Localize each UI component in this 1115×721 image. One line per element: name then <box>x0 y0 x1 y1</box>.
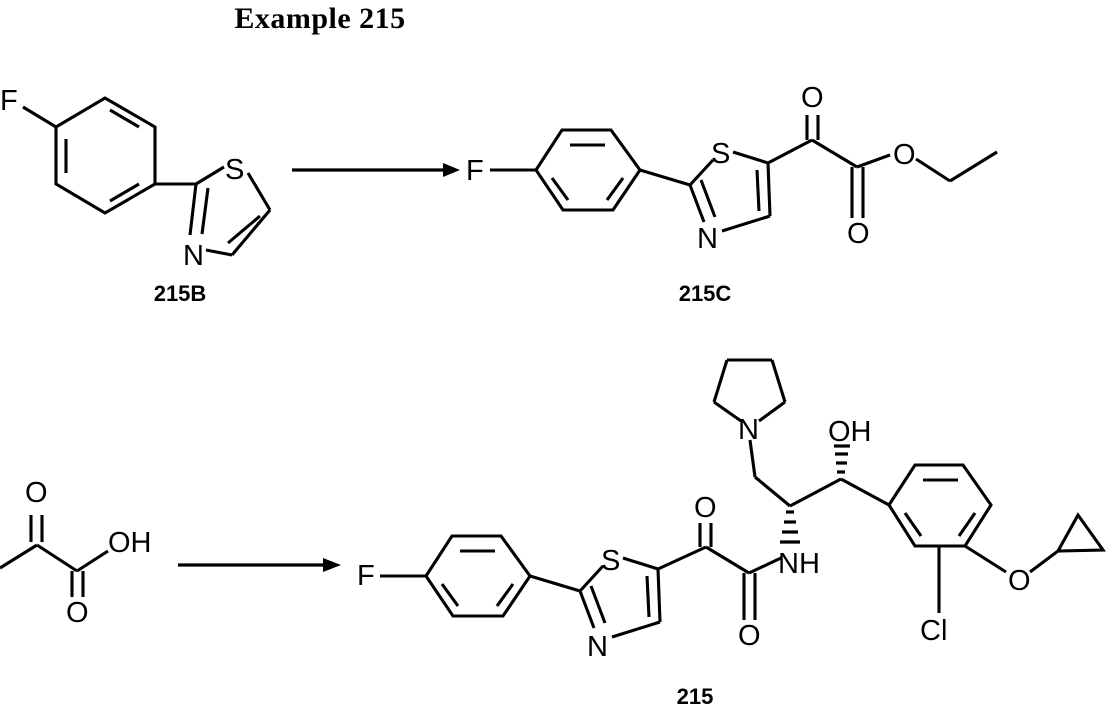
atom-label-ketone-oxygen-215c: O <box>801 82 824 114</box>
benzene-ring-215c <box>534 128 642 212</box>
atom-label-nitrogen-215c: N <box>697 223 718 255</box>
bond-c5-c4-215c <box>766 162 772 217</box>
bond-ketone-carboxyl-pyruvate <box>36 543 78 573</box>
bond-c4-n-215c <box>721 214 771 233</box>
bond-c2-n-215c <box>688 184 706 223</box>
bond-c4-n-215b <box>205 248 233 257</box>
atom-label-sulfur-215b: S <box>225 154 244 186</box>
bond-c2-n-double-215c <box>699 179 717 218</box>
structure-pyruvic-acid: O OH O <box>0 477 152 629</box>
aromatic-double-bond-215b-3 <box>109 182 140 203</box>
bond-aryl-o-215 <box>964 544 1007 574</box>
bond-c5-c4-215b <box>230 208 272 257</box>
bond-ketone-ester-215c <box>811 138 858 169</box>
bond-c5-c4-double-215 <box>645 575 651 618</box>
bond-ch2-ch3-215c <box>949 150 998 183</box>
structure-215c: F S N O O <box>466 82 998 255</box>
bond-ketone-amide-215 <box>705 545 750 575</box>
bond-ch2-c2prime-215 <box>754 475 791 508</box>
atom-label-amide-oxygen-215: O <box>738 620 761 652</box>
bond-ester-o-215c <box>856 153 891 169</box>
bond-c5-c4-double-215b <box>227 214 261 245</box>
bond-c5-c4-215 <box>656 568 662 623</box>
atom-label-ester-oxygen-215c: O <box>847 218 870 250</box>
bond-s-c5-215c <box>732 150 769 165</box>
bond-c2-s-215c <box>688 158 715 187</box>
structure-215b: F S N <box>0 85 272 272</box>
atom-label-hydroxyl-pyruvate: OH <box>108 527 152 559</box>
atom-label-ketone-oxygen-215: O <box>694 492 717 524</box>
atom-label-fluorine-215c: F <box>466 155 484 187</box>
bond-c2prime-c3prime-215 <box>789 477 842 508</box>
aromatic-double-bond-215c-3 <box>550 177 570 201</box>
bond-f-ring-215b <box>22 105 57 129</box>
page-title: Example 215 <box>234 2 406 35</box>
bond-pyrrolidine-5-215 <box>758 400 786 423</box>
benzene-ring-215b <box>54 96 157 215</box>
bond-amide-n-215 <box>748 556 782 575</box>
aromatic-double-bond-215-5 <box>903 512 923 537</box>
bond-c2-n-215 <box>578 590 596 629</box>
bond-pyrrolidine-1-215 <box>713 400 742 423</box>
bond-s-c5-215 <box>622 556 659 571</box>
bond-ch3-ketone-pyruvate <box>0 543 38 570</box>
atom-label-fluorine-215: F <box>357 560 375 592</box>
stereo-hashed-wedge-nh-215 <box>780 510 800 544</box>
atom-label-hydroxyl-215: OH <box>828 416 872 448</box>
bond-o-cyclopropyl-215 <box>1029 549 1059 574</box>
arrow-head-bottom <box>323 558 341 572</box>
atom-label-sulfur-215c: S <box>711 138 730 170</box>
chlorophenyl-ring-215 <box>887 463 993 548</box>
bond-c2-s-215b <box>195 165 225 186</box>
bond-s-c5-215b <box>246 172 272 211</box>
atom-label-fluorine-215b: F <box>0 85 18 117</box>
atom-label-ketone-oxygen-pyruvate: O <box>25 477 48 509</box>
bond-c5-c4-double-215c <box>755 169 761 212</box>
bond-c2-n-double-215b <box>200 187 210 235</box>
bond-o-ch2-215c <box>915 157 951 183</box>
cyclopropyl-ring-215 <box>1055 512 1106 553</box>
bond-c3prime-aryl-215 <box>840 477 890 507</box>
bond-c2-n-double-215 <box>589 585 607 624</box>
reaction-arrow-bottom <box>178 558 341 572</box>
atom-label-pyrrolidine-nitrogen-215: N <box>738 414 759 446</box>
atom-label-amide-nh-215: NH <box>778 548 820 580</box>
aromatic-double-bond-215c-2 <box>605 177 625 201</box>
bond-c2-s-215 <box>578 564 605 593</box>
atom-label-nitrogen-thiazole-215: N <box>587 631 608 663</box>
structure-label-215: 215 <box>676 684 714 709</box>
atom-label-alkoxy-oxygen-215c: O <box>893 139 916 171</box>
reaction-arrow-top <box>292 163 460 177</box>
stereo-hashed-wedge-oh-215 <box>834 444 850 474</box>
benzene-ring-215 <box>424 534 532 618</box>
bond-pyrrolidine-2-215 <box>712 359 729 403</box>
atom-label-sulfur-215: S <box>601 545 620 577</box>
atom-label-chlorine-215: Cl <box>920 615 947 647</box>
structure-label-215b: 215B <box>153 281 207 306</box>
bond-pyrrolidine-4-215 <box>770 359 787 403</box>
bond-c4-n-215 <box>611 620 661 639</box>
atom-label-ether-oxygen-215: O <box>1008 565 1031 597</box>
aromatic-double-bond-215-3 <box>440 583 460 607</box>
bond-c5-ketone-215 <box>657 545 707 571</box>
bond-ch2-pyrrolidine-n-215 <box>748 439 757 478</box>
aromatic-double-bond-215-6 <box>957 512 977 537</box>
arrow-head-top <box>443 163 460 177</box>
bond-aryl-thiazole-215 <box>529 574 581 593</box>
bond-carboxyl-oh-pyruvate <box>76 549 109 573</box>
aromatic-double-bond-215b-2 <box>109 108 140 129</box>
atom-label-carbonyl-oxygen-pyruvate: O <box>66 597 89 629</box>
aromatic-double-bond-215-2 <box>495 583 515 607</box>
structure-215: F S N O O <box>357 358 1106 663</box>
atom-label-nitrogen-215b: N <box>183 240 204 272</box>
structure-label-215c: 215C <box>678 281 732 306</box>
bond-c2-n-215b <box>188 183 198 236</box>
bond-c5-ketone-215c <box>767 138 813 165</box>
bond-aryl-thiazole-215c <box>639 168 691 187</box>
